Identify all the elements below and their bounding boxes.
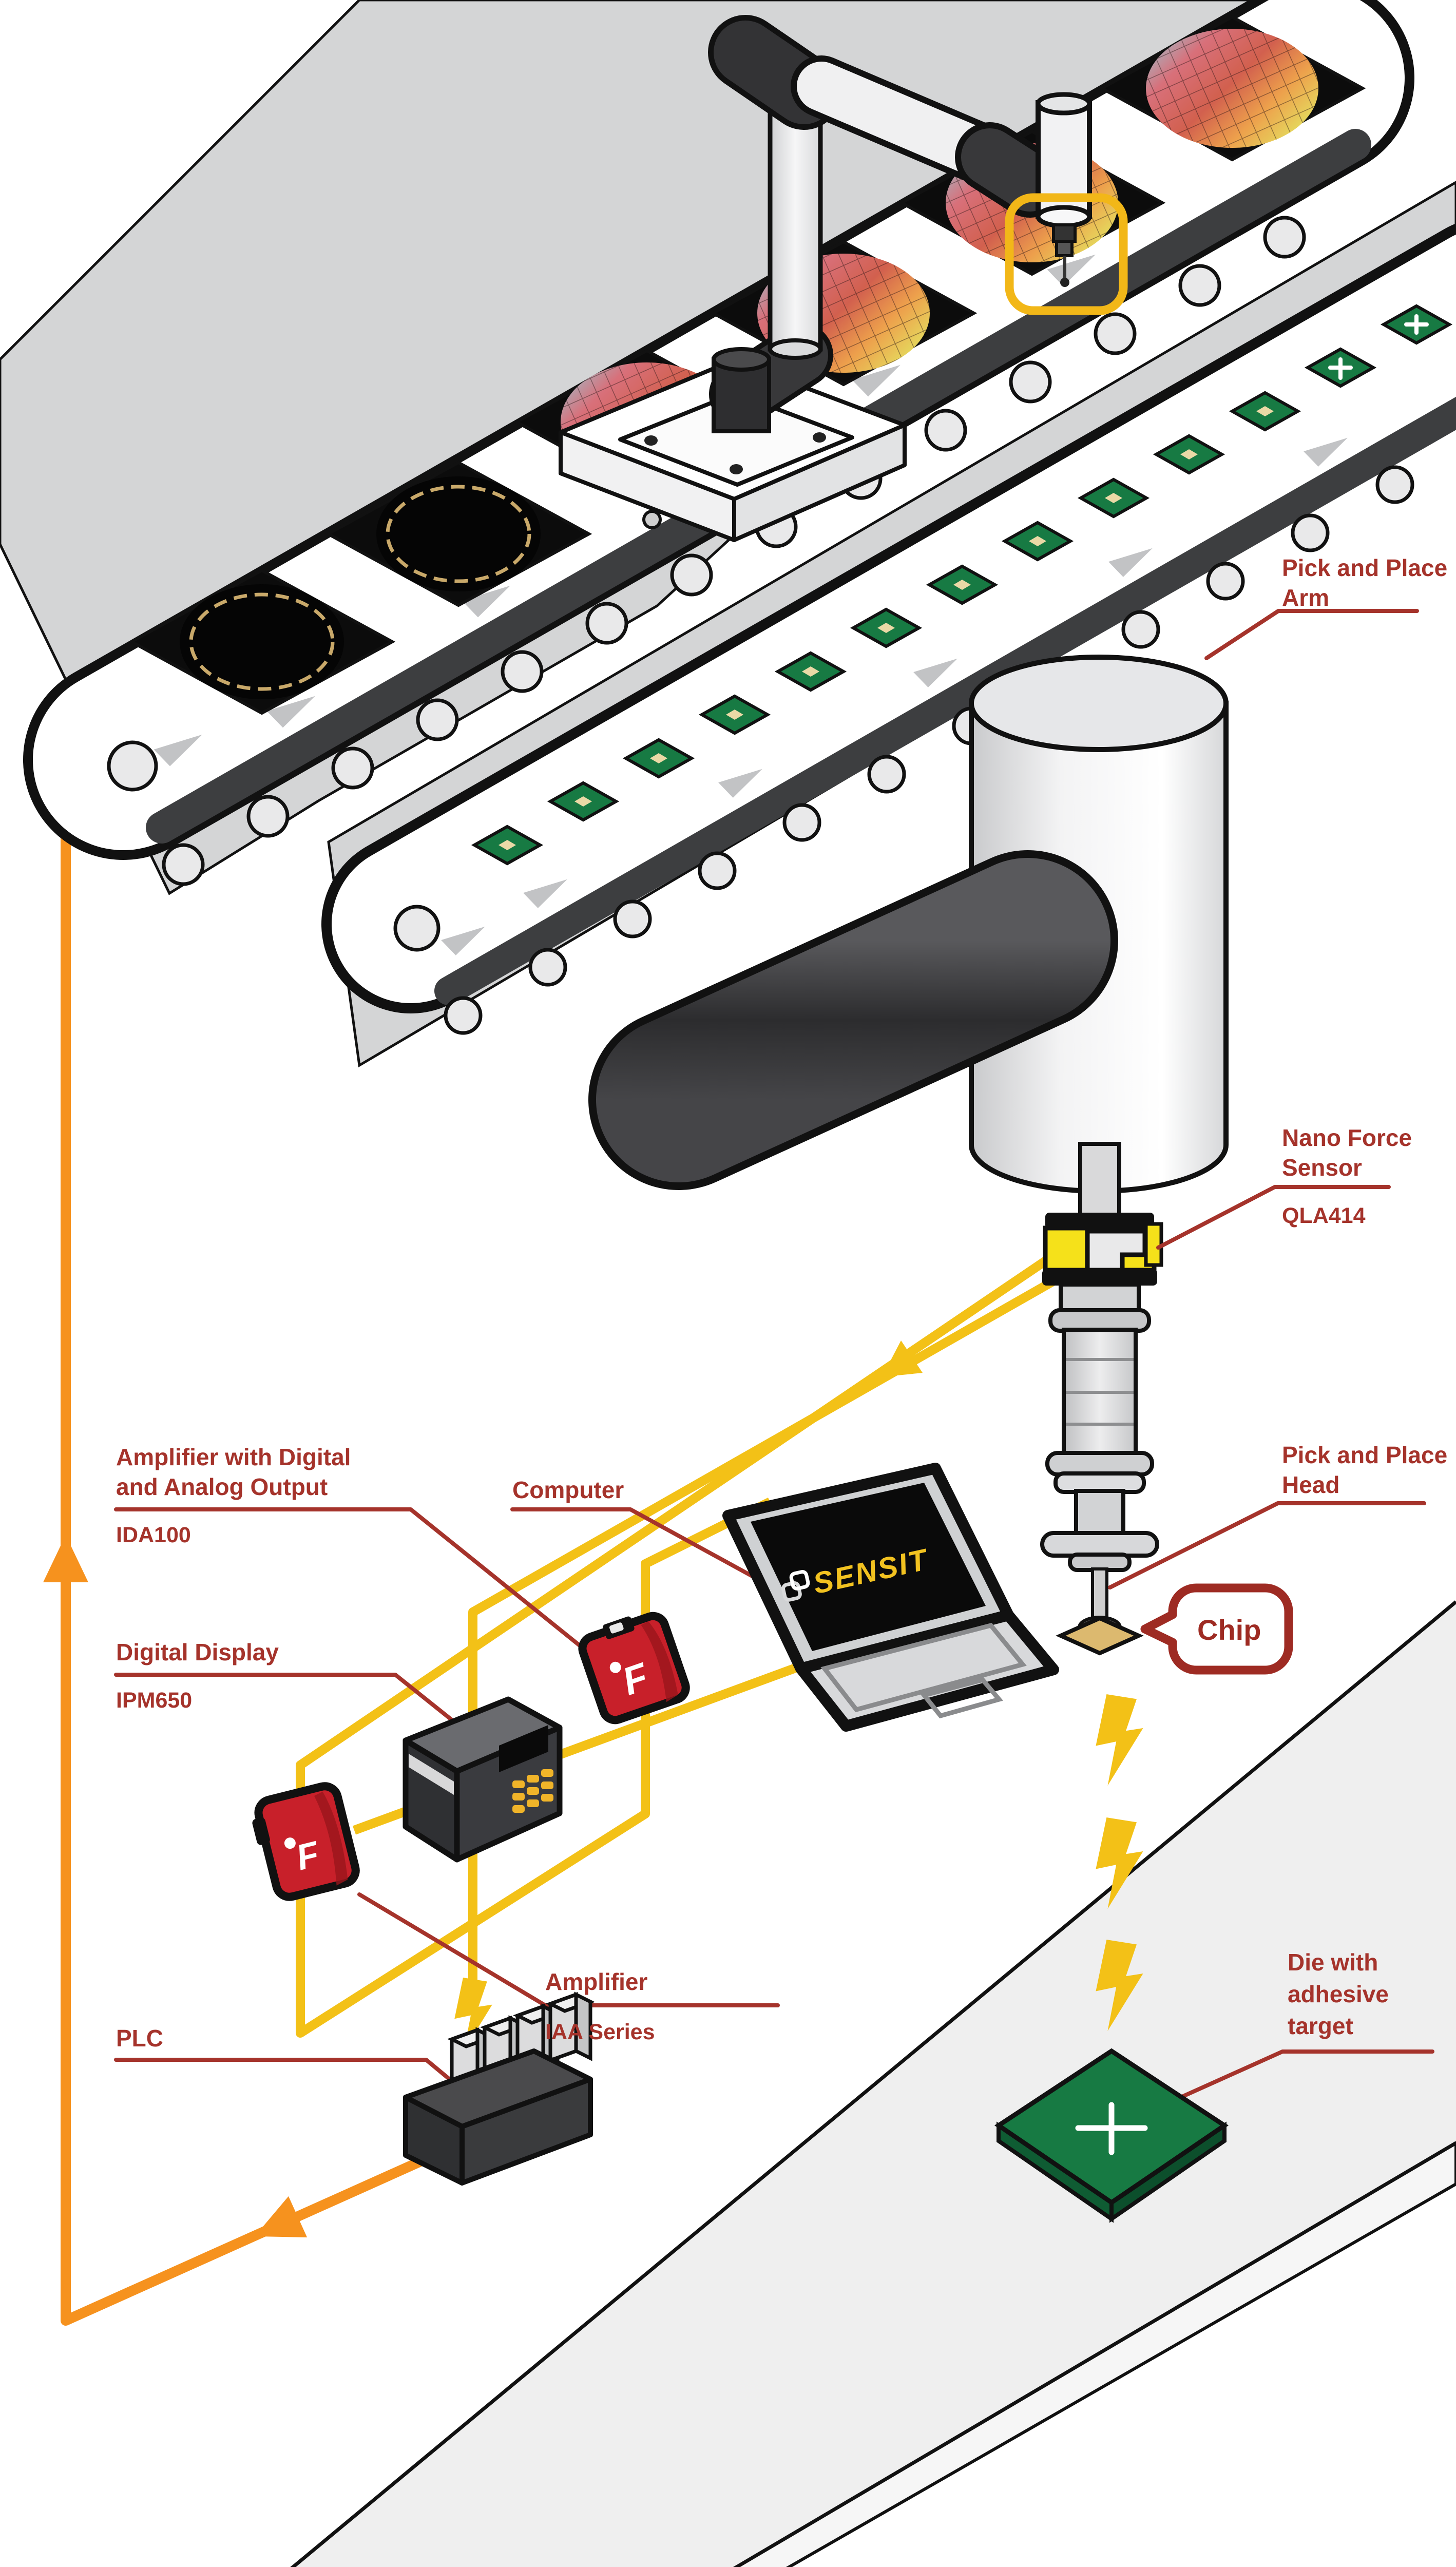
label-nano-force-model: QLA414 — [1282, 1203, 1366, 1228]
leader-lines — [114, 609, 1434, 2117]
laptop-touchpad — [920, 1677, 1003, 1719]
label-pick-place-arm-1: Pick and Place — [1282, 554, 1447, 581]
chip-conveyor — [321, 224, 1456, 1035]
laptop-base — [795, 1610, 1059, 1732]
cable-connector-stud — [642, 510, 662, 529]
robot-pick-tip — [1052, 223, 1077, 287]
label-amplifier-iaa-model: IAA Series — [545, 2020, 655, 2044]
label-amp-digital-2: and Analog Output — [116, 1473, 328, 1500]
label-die-3: target — [1288, 2013, 1353, 2039]
die-target — [994, 2048, 1229, 2223]
laptop: SENSIT — [722, 1463, 1059, 1732]
pick-head-stack — [1040, 1213, 1163, 1656]
nano-force-sensor — [1042, 1213, 1163, 1286]
iaa-amplifier: F — [252, 1782, 360, 1901]
pick-tip-highlight-box — [1005, 193, 1128, 315]
arm-dark-link — [596, 858, 1110, 1182]
yellow-arrow-on-wire — [882, 1340, 923, 1377]
plc-unit — [403, 1991, 595, 2186]
orange-arrow-to-corner — [255, 2196, 308, 2238]
label-amp-digital-model: IDA100 — [116, 1523, 191, 1547]
scara-robot — [559, 15, 1128, 542]
green-chips — [471, 304, 1453, 866]
robot-base-slab-right — [732, 423, 907, 542]
label-digital-display: Digital Display — [116, 1639, 279, 1665]
adhesive-target-cross — [1075, 2102, 1148, 2155]
wafer-empty-1 — [128, 568, 396, 715]
laptop-keyboard — [820, 1622, 1027, 1713]
orange-arrow-up — [43, 1535, 88, 1582]
digital-display — [403, 1696, 563, 1863]
ida100-amplifier: F — [578, 1612, 690, 1725]
label-die-1: Die with — [1288, 1949, 1378, 1976]
labels: Pick and Place Arm Nano Force Sensor QLA… — [116, 554, 1447, 2052]
arm-cylinder-top — [969, 655, 1229, 752]
label-computer: Computer — [512, 1477, 624, 1503]
label-pick-place-arm-2: Arm — [1282, 584, 1329, 611]
plc-body-right — [459, 2077, 593, 2186]
label-pick-place-head-2: Head — [1282, 1471, 1339, 1498]
label-amp-digital-1: Amplifier with Digital — [116, 1444, 351, 1470]
label-amplifier-iaa: Amplifier — [545, 1968, 647, 1995]
label-nano-force-2: Sensor — [1282, 1154, 1362, 1181]
robot-mount-plate — [618, 391, 854, 487]
chip-callout-text: Chip — [1197, 1614, 1261, 1646]
label-pick-place-head-1: Pick and Place — [1282, 1442, 1447, 1468]
label-die-2: adhesive — [1288, 1981, 1389, 2007]
label-nano-force-1: Nano Force — [1282, 1124, 1412, 1151]
chip-callout: Chip — [1140, 1583, 1293, 1675]
pick-and-place-head — [1040, 1282, 1159, 1656]
laptop-screen — [751, 1483, 986, 1651]
display-screen — [499, 1725, 548, 1772]
wafer-empty-2 — [324, 461, 592, 607]
picked-chip — [1056, 1616, 1144, 1656]
label-digital-display-model: IPM650 — [116, 1688, 192, 1713]
arm-shaft — [1078, 1142, 1121, 1218]
pick-and-place-arm — [588, 655, 1229, 1218]
display-silver-band — [409, 1754, 454, 1795]
wafer-mapped-4 — [1098, 15, 1366, 162]
floor-plane — [290, 1600, 1456, 2567]
robot-column — [768, 108, 823, 352]
display-keypad — [512, 1769, 553, 1813]
label-plc: PLC — [116, 2025, 163, 2052]
